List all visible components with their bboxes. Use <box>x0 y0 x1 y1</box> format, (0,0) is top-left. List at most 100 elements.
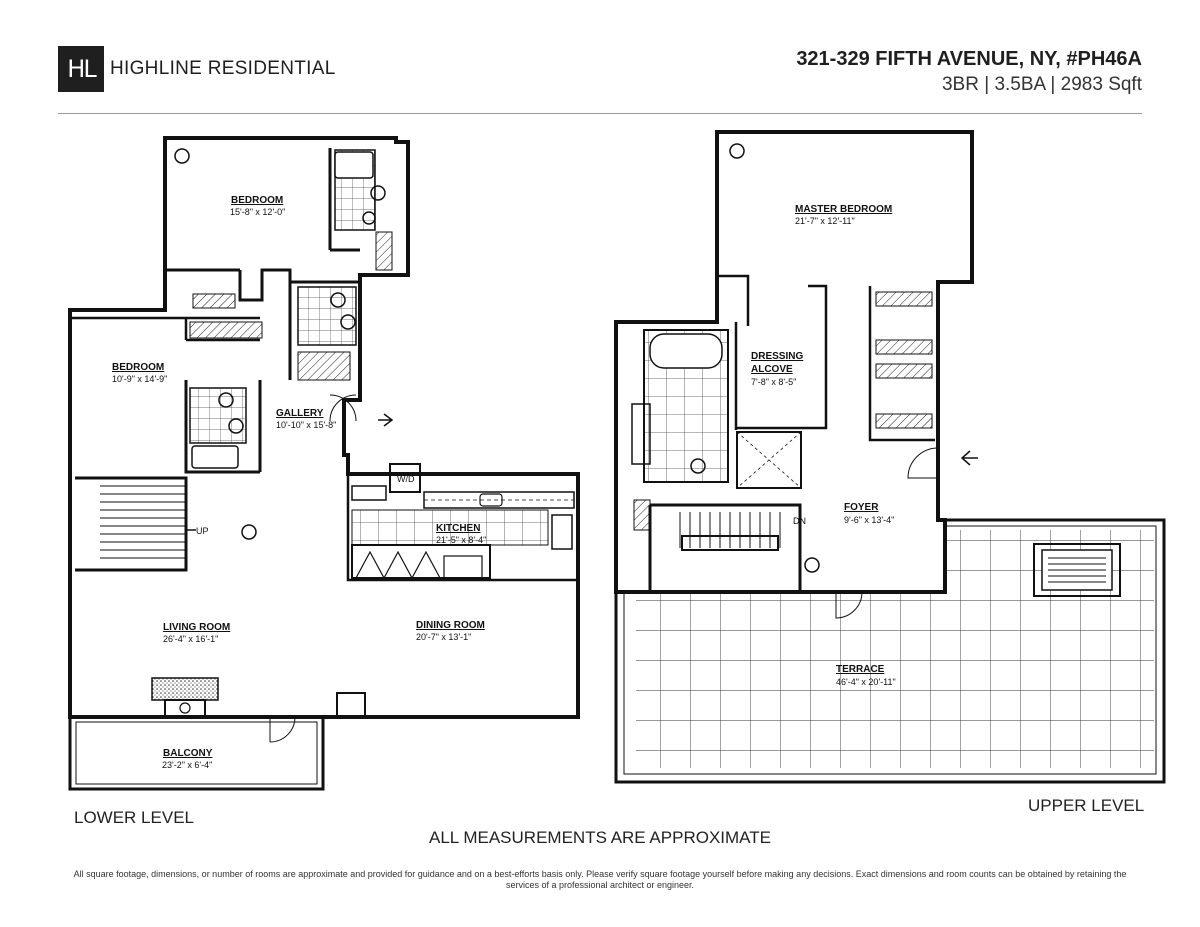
bath2-tile <box>297 286 357 346</box>
fireplace <box>164 699 206 717</box>
master-bath-toilet <box>690 458 706 474</box>
fireplace-grate <box>179 702 191 714</box>
kitchen-range <box>551 514 573 550</box>
upper-stair-wall <box>648 503 802 592</box>
dining-room-name: DINING ROOM <box>416 620 485 631</box>
upper-stair-treads <box>679 512 781 548</box>
bedroom2-bath-wall <box>184 380 262 474</box>
fireplace-hearth <box>151 677 219 701</box>
master-bedroom-name: MASTER BEDROOM <box>795 204 892 215</box>
upper-linen <box>633 499 651 531</box>
kitchen-counter-1 <box>351 485 387 501</box>
gallery-dims: 10'-10" x 15'-8" <box>276 420 336 430</box>
bath2-toilet <box>330 292 346 308</box>
living-room-dims: 26'-4" x 16'-1" <box>163 634 218 644</box>
washer-dryer-label: W/D <box>397 474 415 484</box>
dressing-alcove-name-line2: ALCOVE <box>751 364 793 375</box>
bath1-tub <box>334 151 374 179</box>
kitchen-dishwasher <box>443 555 483 579</box>
bath1-toilet <box>362 211 376 225</box>
column-master <box>729 143 745 159</box>
bedroom1-wall <box>165 268 360 380</box>
bath3-sink <box>228 418 244 434</box>
foyer-name: FOYER <box>844 502 879 513</box>
foyer-dims: 9'-6" x 13'-4" <box>844 515 894 525</box>
master-closet-3 <box>875 363 933 379</box>
skylight-vents <box>1048 557 1106 583</box>
upper-room-labels: MASTER BEDROOM 21'-7" x 12'-11" DRESSING… <box>751 204 896 687</box>
brand-logo: HL <box>58 46 104 92</box>
dressing-alcove-wall <box>717 274 828 430</box>
bath3-toilet <box>218 392 234 408</box>
lower-exterior-wall <box>68 136 580 719</box>
bedroom1-name: BEDROOM <box>231 195 283 206</box>
lower-level-label: LOWER LEVEL <box>74 808 194 827</box>
terrace-dims: 46'-4" x 20'-11" <box>836 677 896 687</box>
skylight-outer <box>1033 543 1121 597</box>
balcony-rail <box>75 721 318 785</box>
bath2-sink <box>340 314 356 330</box>
master-closet-4 <box>875 413 933 429</box>
master-bath-tub <box>649 333 723 369</box>
listing-specs: 3BR | 3.5BA | 2983 Sqft <box>941 74 1142 95</box>
column-upper <box>804 557 820 573</box>
kitchen-dims: 21'-5" x 8'-4" <box>436 535 486 545</box>
washer-dryer <box>389 463 421 493</box>
header-divider <box>58 113 1142 114</box>
kitchen-island <box>351 544 491 579</box>
lower-room-labels: BEDROOM 15'-8" x 12'-0" BEDROOM 10'-9" x… <box>112 195 486 770</box>
stair-up-label: UP <box>196 526 209 536</box>
master-shower <box>736 431 802 489</box>
disclaimer: All square footage, dimensions, or numbe… <box>73 869 1127 890</box>
kitchen-sink <box>479 493 503 507</box>
master-closet-1 <box>875 291 933 307</box>
master-closet-wall <box>868 286 935 442</box>
balcony-door <box>269 716 296 743</box>
dressing-alcove-dims: 7'-8" x 8'-5" <box>751 377 796 387</box>
master-bedroom-dims: 21'-7" x 12'-11" <box>795 216 855 226</box>
balcony-name: BALCONY <box>163 748 213 759</box>
closet-2 <box>189 321 263 339</box>
bath1-sink <box>370 185 386 201</box>
lower-stair-wall <box>75 476 188 572</box>
entry-arrow-lower <box>378 413 394 427</box>
column-lower <box>241 524 257 540</box>
kitchen-floor-tile <box>351 509 549 546</box>
closet-gallery <box>297 351 351 381</box>
listing-address: 321-329 FIFTH AVENUE, NY, #PH46A <box>796 48 1142 70</box>
dressing-alcove-name-line1: DRESSING <box>751 351 803 362</box>
kitchen-name: KITCHEN <box>436 523 480 534</box>
bedroom2-name: BEDROOM <box>112 362 164 373</box>
gallery-door-swing-2 <box>329 394 357 422</box>
brand-name: HIGHLINE RESIDENTIAL <box>110 58 336 79</box>
upper-level-label: UPPER LEVEL <box>1028 796 1145 815</box>
balcony-dims: 23'-2" x 6'-4" <box>162 760 212 770</box>
bath3-tub <box>191 445 239 469</box>
entry-arrow-upper <box>960 450 978 466</box>
bath1-shelf <box>375 231 393 271</box>
kitchen-wall <box>346 474 578 582</box>
dining-room-dims: 20'-7" x 13'-1" <box>416 632 471 642</box>
gallery-name: GALLERY <box>276 408 324 419</box>
upper-stair-landing <box>681 535 779 551</box>
master-closet-2 <box>875 339 933 355</box>
foyer-door <box>907 447 939 479</box>
column-dining <box>336 692 366 718</box>
stair-dn-label: DN <box>793 516 806 526</box>
living-room-name: LIVING ROOM <box>163 622 230 633</box>
closet-1 <box>192 293 236 309</box>
column-bedroom <box>174 148 190 164</box>
bedroom1-dims: 15'-8" x 12'-0" <box>230 207 285 217</box>
bedroom1-bath-wall <box>328 148 360 252</box>
upper-level-plan <box>614 130 1166 784</box>
bedroom2-dims: 10'-9" x 14'-9" <box>112 374 167 384</box>
terrace-name: TERRACE <box>836 664 885 675</box>
gallery-door-swing <box>329 394 357 422</box>
master-bath-vanity <box>631 403 651 465</box>
kitchen-cabinets <box>355 550 441 579</box>
bath3-tile <box>189 387 247 444</box>
shower-drain <box>736 431 802 489</box>
lower-level-plan <box>68 136 580 791</box>
measurements-note: ALL MEASUREMENTS ARE APPROXIMATE <box>429 828 771 847</box>
